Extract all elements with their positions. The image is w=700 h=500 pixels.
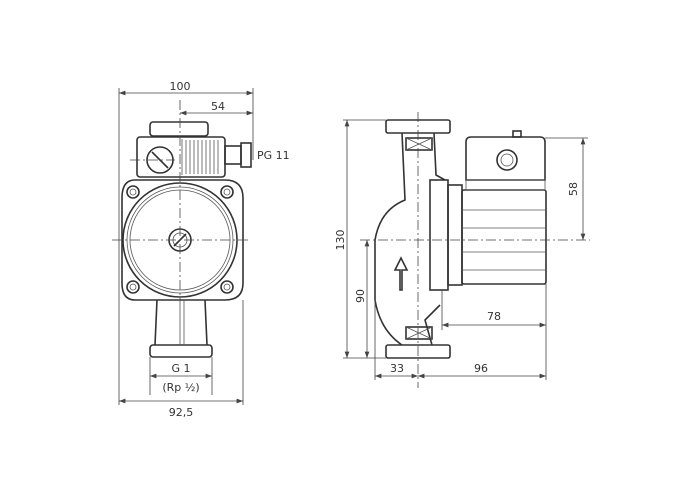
thread-label-g1: G 1 (171, 362, 190, 375)
thread-label-rp: (Rp ½) (162, 381, 199, 394)
dim-label-100: 100 (170, 80, 191, 93)
dim-label-96: 96 (474, 362, 488, 375)
dim-label-78: 78 (487, 310, 501, 323)
bolt-holes (126, 185, 234, 294)
dim-label-90: 90 (354, 289, 367, 303)
dim-label-58: 58 (567, 182, 580, 196)
dim-label-130: 130 (334, 230, 347, 251)
front-view: 100 54 PG 11 (112, 80, 290, 419)
side-view: 130 90 58 78 33 96 (334, 112, 590, 388)
dim-label-33: 33 (390, 362, 404, 375)
cable-gland-label: PG 11 (257, 149, 290, 162)
flow-direction-arrow-icon (393, 256, 409, 291)
dim-label-92-5: 92,5 (169, 406, 194, 419)
dim-label-54: 54 (211, 100, 225, 113)
